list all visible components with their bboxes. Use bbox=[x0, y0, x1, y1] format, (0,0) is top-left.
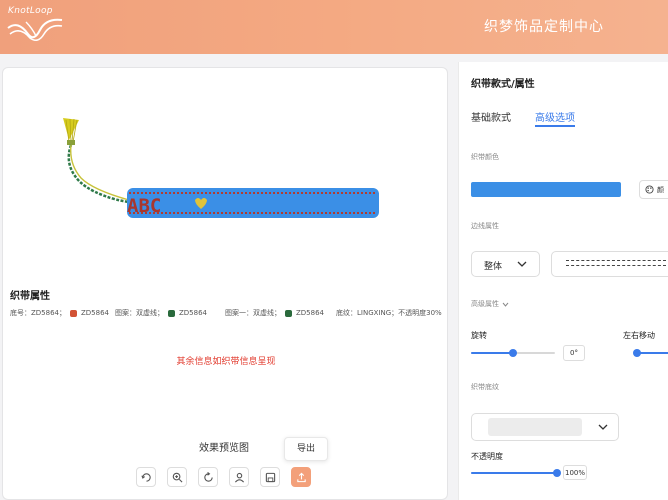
reset-icon bbox=[203, 471, 213, 482]
panel-title: 织带款式/属性 bbox=[471, 79, 535, 90]
bracelet-preview: ABC bbox=[63, 118, 379, 218]
move-slider-track[interactable] bbox=[637, 352, 668, 354]
rotate-button[interactable] bbox=[136, 467, 156, 487]
tab-advanced-options[interactable]: 高级选项 bbox=[535, 113, 575, 124]
tab-basic-style[interactable]: 基础款式 bbox=[471, 113, 511, 124]
rotate-label: 旋转 bbox=[471, 331, 487, 340]
settings-panel: 织带款式/属性 基础款式 高级选项 织带颜色 颜 边线属性 整体 高级属性 旋转… bbox=[458, 62, 668, 500]
color-picker-button[interactable]: 颜 bbox=[639, 180, 668, 199]
chevron-down-icon bbox=[598, 424, 608, 430]
rotate-value-input[interactable]: 0° bbox=[563, 345, 585, 361]
tassel-icon bbox=[63, 118, 130, 204]
reset-button[interactable] bbox=[198, 467, 218, 487]
export-button[interactable] bbox=[291, 467, 311, 487]
zoom-in-icon bbox=[172, 472, 182, 482]
rotate-icon bbox=[140, 472, 151, 482]
band-text: ABC bbox=[127, 195, 161, 217]
save-icon bbox=[265, 472, 275, 482]
app-header: KnotLoop 织梦饰品定制中心 bbox=[0, 0, 668, 54]
page-title: 织梦饰品定制中心 bbox=[484, 19, 604, 35]
dashed-line-preview bbox=[566, 265, 666, 266]
pattern-placeholder bbox=[488, 418, 582, 436]
zoom-in-button[interactable] bbox=[167, 467, 187, 487]
heart-icon bbox=[195, 198, 207, 209]
preview-label: 效果预览图 bbox=[199, 443, 249, 454]
knotloop-logo[interactable]: KnotLoop bbox=[6, 6, 64, 44]
move-slider-knob[interactable] bbox=[633, 349, 641, 357]
opacity-slider-knob[interactable] bbox=[553, 469, 561, 477]
opacity-value-input[interactable]: 100% bbox=[563, 465, 587, 480]
preview-toolbar bbox=[136, 467, 322, 487]
notice-text: 其余信息如织带信息呈现 bbox=[176, 357, 276, 367]
color-swatch bbox=[168, 309, 175, 317]
horizontal-move-label: 左右移动 bbox=[623, 331, 655, 340]
dashed-line-preview bbox=[566, 260, 666, 261]
band-color-label: 织带颜色 bbox=[471, 153, 499, 161]
band-pattern-label: 织带底纹 bbox=[471, 383, 499, 391]
band-body bbox=[127, 188, 379, 218]
active-tab-indicator bbox=[535, 125, 575, 127]
edge-attr-label: 边线属性 bbox=[471, 222, 499, 230]
attr-title: 织带属性 bbox=[10, 291, 50, 302]
chevron-down-icon bbox=[517, 261, 527, 267]
palette-icon bbox=[645, 185, 654, 194]
opacity-slider-fill bbox=[471, 472, 557, 474]
edge-pattern-select[interactable] bbox=[551, 251, 668, 277]
person-icon bbox=[234, 472, 244, 482]
color-swatch bbox=[70, 309, 77, 317]
opacity-label: 不透明度 bbox=[471, 452, 503, 461]
save-button[interactable] bbox=[260, 467, 280, 487]
chevron-down-icon bbox=[502, 302, 509, 307]
edge-scope-select[interactable]: 整体 bbox=[471, 251, 540, 277]
color-swatch bbox=[285, 309, 292, 317]
person-button[interactable] bbox=[229, 467, 249, 487]
rotate-slider-fill bbox=[471, 352, 513, 354]
export-tooltip: 导出 bbox=[284, 437, 328, 461]
advanced-attr-toggle[interactable]: 高级属性 bbox=[471, 299, 509, 309]
rotate-slider-knob[interactable] bbox=[509, 349, 517, 357]
export-icon bbox=[296, 472, 306, 482]
band-color-swatch[interactable] bbox=[471, 182, 621, 197]
preview-panel: ABC 织带属性 底号：ZD5864；ZD5864 图案：双虚线；ZD5864 … bbox=[2, 67, 448, 500]
logo-text: KnotLoop bbox=[8, 6, 53, 16]
